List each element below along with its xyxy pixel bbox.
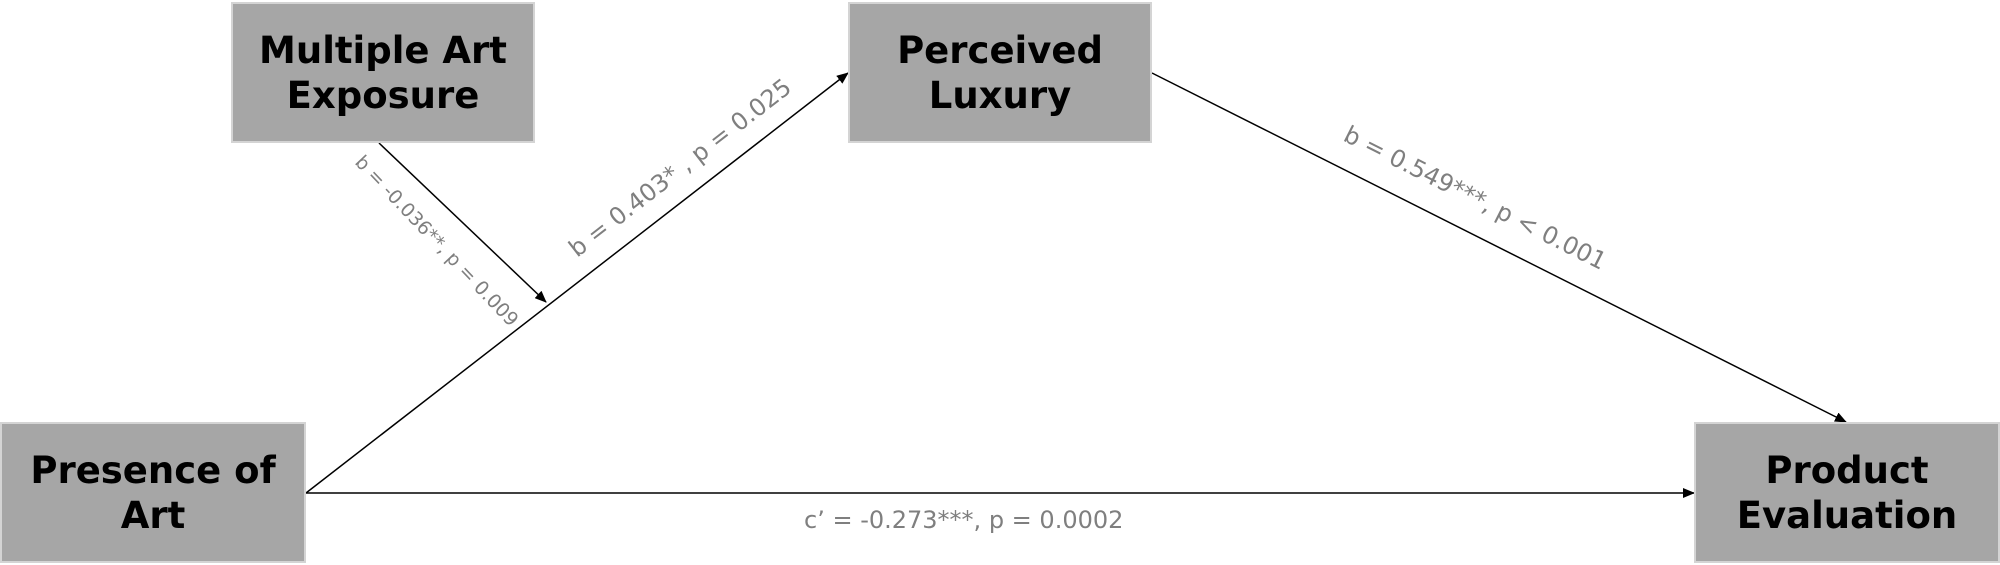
path-a-arrow <box>305 72 849 494</box>
path-b-arrow <box>1151 72 1847 423</box>
node-product-evaluation-label: Product Evaluation <box>1736 448 1958 537</box>
direct-effect-label: c’ = -0.273***, p = 0.0002 <box>804 506 1123 534</box>
node-perceived-luxury-label: Perceived Luxury <box>897 28 1103 117</box>
moderation-arrow <box>378 142 547 303</box>
path-a-label: b = 0.403* , p = 0.025 <box>564 73 797 263</box>
path-b-label: b = 0.549***, p < 0.001 <box>1339 120 1611 275</box>
moderation-label: b = -0.036**, p = 0.009 <box>350 151 522 331</box>
node-multiple-art-exposure: Multiple Art Exposure <box>231 2 535 143</box>
node-presence-of-art-label: Presence of Art <box>30 448 276 537</box>
node-presence-of-art: Presence of Art <box>0 422 306 563</box>
node-multiple-art-exposure-label: Multiple Art Exposure <box>259 28 507 117</box>
node-product-evaluation: Product Evaluation <box>1694 422 2000 563</box>
node-perceived-luxury: Perceived Luxury <box>848 2 1152 143</box>
